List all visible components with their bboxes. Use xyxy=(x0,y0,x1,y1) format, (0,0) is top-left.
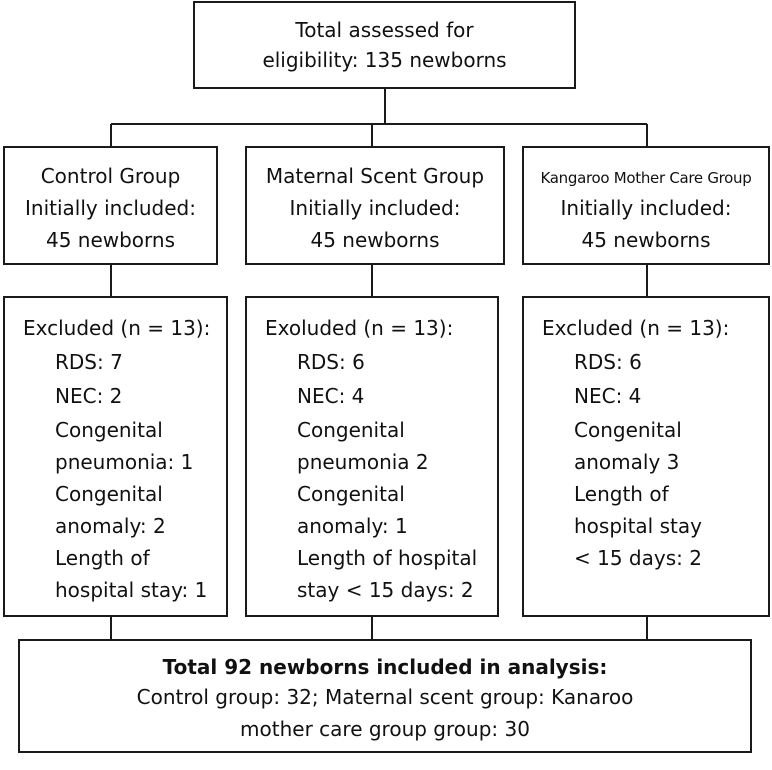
kangaroo-group-box: Kangaroo Mother Care Group Initially inc… xyxy=(522,146,770,265)
control-group-count: 45 newborns xyxy=(45,228,176,252)
maternal-scent-excluded-item: stay < 15 days: 2 xyxy=(297,578,474,602)
kangaroo-group-included-label: Initially included: xyxy=(560,196,732,220)
kangaroo-excluded-item: Length of xyxy=(574,482,669,506)
kangaroo-exclusion-box: Excluded (n = 13): RDS: 6 NEC: 4 Congeni… xyxy=(522,296,770,617)
eligibility-line-1: Total assessed for xyxy=(295,18,474,42)
maternal-scent-excluded-item: Length of hospital xyxy=(297,546,478,570)
kangaroo-excluded-item: < 15 days: 2 xyxy=(574,546,702,570)
maternal-scent-excluded-item: NEC: 4 xyxy=(297,384,365,408)
control-excluded-item: anomaly: 2 xyxy=(55,514,166,538)
analysis-total-detail-1: Control group: 32; Maternal scent group:… xyxy=(136,685,634,709)
control-exclusion-box: Excluded (n = 13): RDS: 7 NEC: 2 Congeni… xyxy=(3,296,228,617)
control-excluded-item: Length of xyxy=(55,546,150,570)
control-group-included-label: Initially included: xyxy=(25,196,196,220)
maternal-scent-group-included-label: Initially included: xyxy=(289,196,461,220)
maternal-scent-group-title: Maternal Scent Group xyxy=(265,164,485,188)
maternal-scent-group-count: 45 newborns xyxy=(310,228,440,252)
maternal-scent-excluded-item: Congenital xyxy=(297,482,405,506)
control-group-title: Control Group xyxy=(40,164,181,188)
maternal-scent-excluded-item: anomaly: 1 xyxy=(297,514,408,538)
kangaroo-group-count: 45 newborns xyxy=(581,228,711,252)
control-excluded-item: pneumonia: 1 xyxy=(55,450,194,474)
eligibility-box: Total assessed for eligibility: 135 newb… xyxy=(193,1,576,89)
control-group-box: Control Group Initially included: 45 new… xyxy=(3,146,218,265)
control-excluded-item: Congenital xyxy=(55,482,163,506)
control-excluded-item: Congenital xyxy=(55,418,163,442)
maternal-scent-excluded-item: Congenital xyxy=(297,418,405,442)
control-excluded-header: Excluded (n = 13): xyxy=(23,316,211,340)
kangaroo-group-title: Kangaroo Mother Care Group xyxy=(540,169,752,187)
kangaroo-excluded-item: hospital stay xyxy=(574,514,702,538)
control-excluded-item: NEC: 2 xyxy=(55,384,123,408)
maternal-scent-excluded-header: Exoluded (n = 13): xyxy=(265,316,454,340)
kangaroo-excluded-item: NEC: 4 xyxy=(574,384,642,408)
eligibility-line-2: eligibility: 135 newborns xyxy=(262,48,507,72)
maternal-scent-group-box: Maternal Scent Group Initially included:… xyxy=(245,146,505,265)
maternal-scent-exclusion-box: Exoluded (n = 13): RDS: 6 NEC: 4 Congeni… xyxy=(245,296,499,617)
control-excluded-item: RDS: 7 xyxy=(55,350,123,374)
analysis-total-box: Total 92 newborns included in analysis: … xyxy=(18,639,752,753)
maternal-scent-excluded-item: pneumonia 2 xyxy=(297,450,429,474)
control-excluded-item: hospital stay: 1 xyxy=(55,578,208,602)
analysis-total-detail-2: mother care group group: 30 xyxy=(240,717,530,741)
kangaroo-excluded-item: anomaly 3 xyxy=(574,450,680,474)
maternal-scent-excluded-item: RDS: 6 xyxy=(297,350,365,374)
kangaroo-excluded-item: Congenital xyxy=(574,418,682,442)
analysis-total-title: Total 92 newborns included in analysis: xyxy=(162,655,608,679)
kangaroo-excluded-header: Excluded (n = 13): xyxy=(542,316,730,340)
kangaroo-excluded-item: RDS: 6 xyxy=(574,350,642,374)
